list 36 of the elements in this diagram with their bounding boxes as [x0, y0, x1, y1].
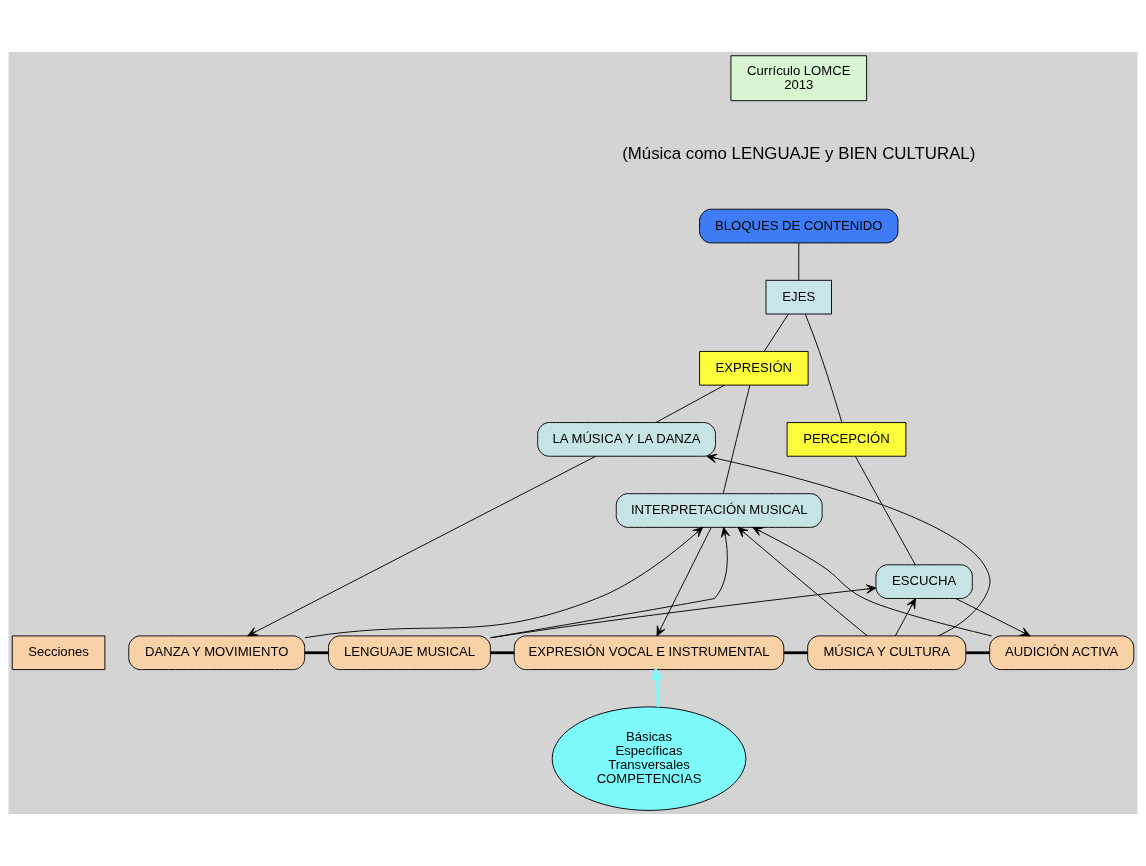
arrow [651, 668, 663, 707]
connector [798, 242, 800, 281]
arrow [955, 598, 1031, 637]
node-box: EJES [765, 279, 832, 315]
arrow [706, 453, 991, 637]
arrow [894, 598, 916, 637]
node-box: Currículo LOMCE 2013 [730, 55, 868, 102]
connector [784, 651, 808, 655]
arrow [490, 584, 877, 639]
node-box: BLOQUES DE CONTENIDO [699, 208, 899, 244]
arrow [656, 527, 712, 637]
arrow [304, 526, 703, 639]
node-box: AUDICIÓN ACTIVA [989, 635, 1135, 671]
node-box: LA MÚSICA Y LA DANZA [537, 422, 716, 457]
arrow [247, 455, 596, 637]
connector [763, 313, 789, 352]
connector [854, 455, 916, 566]
node-box: Secciones [11, 635, 106, 671]
node-box: INTERPRETACIÓN MUSICAL [615, 493, 823, 528]
node-box: LENGUAJE MUSICAL [328, 635, 491, 671]
node-box: PERCEPCIÓN [786, 422, 907, 457]
node-box: ESCUCHA [875, 564, 973, 599]
connector [804, 313, 843, 423]
connector [966, 651, 990, 655]
node-box: EXPRESIÓN [699, 350, 809, 386]
node-box: MÚSICA Y CULTURA [807, 635, 967, 671]
node-box: EXPRESIÓN VOCAL E INSTRUMENTAL [513, 635, 785, 671]
connector [722, 384, 751, 495]
arrow [737, 527, 868, 637]
arrow [752, 526, 993, 637]
connector [655, 384, 725, 423]
label: (Música como LENGUAJE y BIEN CULTURAL) [622, 144, 976, 164]
node-ellipse: Básicas Específicas Transversales COMPETENCIAS [551, 706, 747, 811]
connector [304, 651, 329, 655]
connector [490, 651, 515, 655]
node-box: DANZA Y MOVIMIENTO [128, 635, 306, 671]
